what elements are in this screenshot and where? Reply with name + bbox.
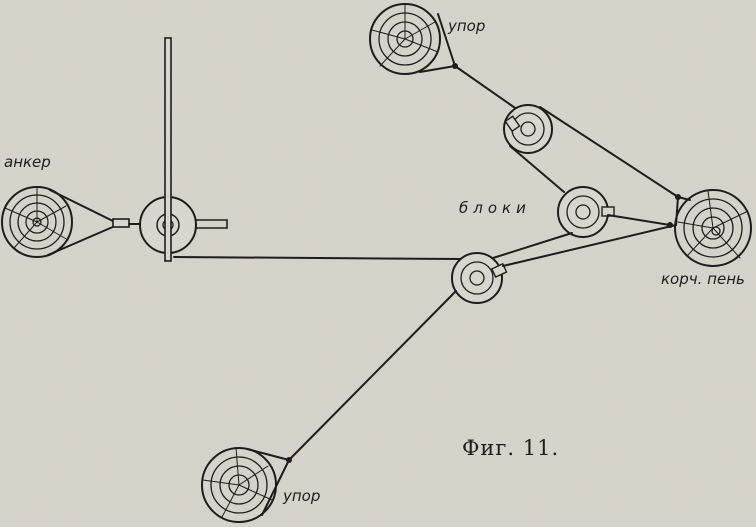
pulley-ropes — [288, 106, 679, 461]
anchor-label: анкер — [4, 153, 51, 171]
blocks-label: блоки — [459, 199, 531, 217]
uprooted-stump-icon — [674, 189, 752, 267]
capstan-icon — [128, 37, 228, 262]
stop-top-rope — [419, 13, 456, 73]
stop-bottom-label: упор — [283, 487, 321, 505]
anchor-rope — [47, 189, 116, 256]
figure-caption: Фиг. 11. — [462, 436, 560, 460]
stop-top-label: упор — [448, 17, 486, 35]
stop-bottom-rope — [246, 448, 290, 516]
block-3-icon — [451, 252, 508, 304]
main-rope — [173, 256, 461, 260]
anchor-stump-icon — [1, 186, 73, 258]
stop-top-stump-icon — [369, 3, 441, 75]
block-1-icon — [503, 104, 553, 154]
anchor-hook — [112, 218, 130, 228]
stump-label: корч. пень — [661, 270, 745, 288]
